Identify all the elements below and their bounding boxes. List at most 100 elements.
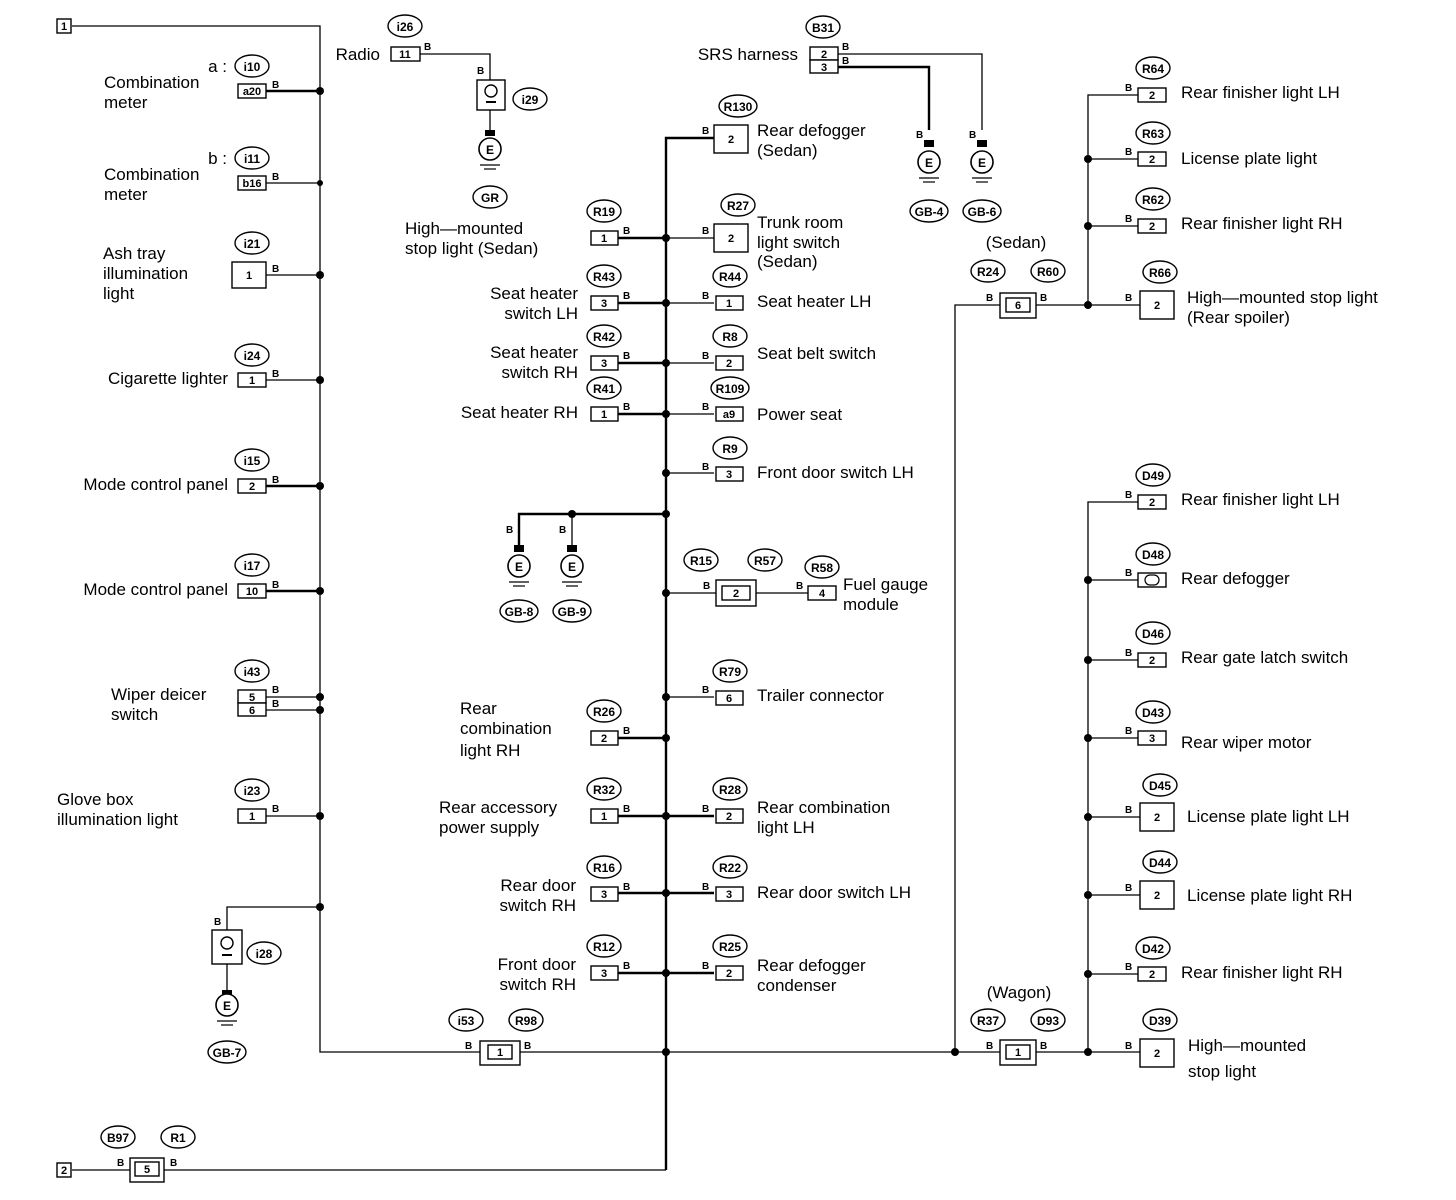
svg-text:B: B <box>214 917 221 928</box>
svg-text:condenser: condenser <box>757 976 837 995</box>
svg-text:B: B <box>796 581 803 592</box>
svg-text:2: 2 <box>1149 90 1155 102</box>
svg-text:B: B <box>506 525 513 536</box>
svg-text:stop light (Sedan): stop light (Sedan) <box>405 239 538 258</box>
svg-text:E: E <box>486 143 494 157</box>
svg-text:power supply: power supply <box>439 818 540 837</box>
svg-text:6: 6 <box>726 693 732 705</box>
svg-text:R25: R25 <box>719 940 741 954</box>
svg-text:5: 5 <box>144 1164 150 1176</box>
svg-text:switch RH: switch RH <box>499 896 576 915</box>
svg-text:R130: R130 <box>724 100 753 114</box>
component-i53-R98: i53 R98 1 B B <box>448 1008 544 1066</box>
svg-text:R22: R22 <box>719 861 741 875</box>
component-R44: R44 1 B Seat heater LH <box>702 264 871 311</box>
svg-text:3: 3 <box>726 889 732 901</box>
unknown-pin-icon <box>1144 574 1160 586</box>
svg-text:module: module <box>843 595 899 614</box>
svg-text:i53: i53 <box>458 1014 475 1028</box>
svg-text:B: B <box>842 56 849 67</box>
svg-text:Rear finisher light RH: Rear finisher light RH <box>1181 963 1343 982</box>
svg-text:B: B <box>1125 83 1132 94</box>
svg-text:1: 1 <box>497 1047 503 1059</box>
component-R26: R26 2 B Rear combination light RH <box>460 699 630 760</box>
svg-text:R32: R32 <box>593 783 615 797</box>
component-i21: i21 1 B Ash tray illumination light <box>103 231 279 303</box>
svg-text:R79: R79 <box>719 665 741 679</box>
svg-text:Rear finisher light LH: Rear finisher light LH <box>1181 83 1340 102</box>
svg-text:Ash tray: Ash tray <box>103 244 166 263</box>
svg-text:i26: i26 <box>397 20 414 34</box>
component-R12: R12 3 B Front door switch RH <box>498 934 630 994</box>
svg-text:R62: R62 <box>1142 193 1164 207</box>
svg-text:B: B <box>272 699 279 710</box>
svg-text:Seat belt switch: Seat belt switch <box>757 344 876 363</box>
svg-text:i15: i15 <box>244 454 261 468</box>
svg-text:B: B <box>1125 805 1132 816</box>
svg-text:i29: i29 <box>522 93 539 107</box>
svg-text:GB-6: GB-6 <box>968 205 997 219</box>
component-R22: R22 3 B Rear door switch LH <box>702 855 911 902</box>
component-i10: i10 a : a20 B Combination meter <box>104 54 279 112</box>
svg-text:R60: R60 <box>1037 265 1059 279</box>
svg-text:1: 1 <box>249 375 255 387</box>
svg-text:Mode control panel: Mode control panel <box>83 475 228 494</box>
svg-text:Rear accessory: Rear accessory <box>439 798 558 817</box>
component-i24: i24 1 B Cigarette lighter <box>108 343 279 388</box>
svg-text:High—mounted stop light: High—mounted stop light <box>1187 288 1378 307</box>
svg-text:light RH: light RH <box>460 741 520 760</box>
svg-text:illumination: illumination <box>103 264 188 283</box>
svg-text:Rear finisher light LH: Rear finisher light LH <box>1181 490 1340 509</box>
svg-text:R98: R98 <box>515 1014 537 1028</box>
component-R24-R60: (Sedan) R24 R60 6 B B <box>970 233 1066 319</box>
component-i28: B i28 E GB-7 <box>207 917 282 1064</box>
svg-text:1: 1 <box>601 811 607 823</box>
svg-text:B: B <box>702 961 709 972</box>
ground-GB-8: B E GB-8 <box>499 525 539 623</box>
svg-text:(Sedan): (Sedan) <box>757 141 817 160</box>
svg-text:E: E <box>978 156 986 170</box>
component-i23: i23 1 B Glove box illumination light <box>57 778 279 829</box>
svg-text:meter: meter <box>104 93 148 112</box>
svg-text:B97: B97 <box>107 1131 129 1145</box>
component-D49: D49 2 B Rear finisher light LH <box>1125 463 1340 510</box>
svg-text:switch RH: switch RH <box>501 363 578 382</box>
svg-text:6: 6 <box>249 705 255 717</box>
component-R41: R41 1 B Seat heater RH <box>461 376 630 422</box>
wire-terminal-1-feed <box>72 25 480 1053</box>
component-D45: D45 2 B License plate light LH <box>1125 773 1350 832</box>
svg-text:3: 3 <box>726 469 732 481</box>
svg-text:GB-9: GB-9 <box>558 605 587 619</box>
svg-text:2: 2 <box>1149 969 1155 981</box>
svg-text:GB-8: GB-8 <box>505 605 534 619</box>
component-R28: R28 2 B Rear combination light LH <box>702 777 890 837</box>
svg-text:2: 2 <box>728 233 734 245</box>
svg-text:illumination light: illumination light <box>57 810 178 829</box>
svg-text:i23: i23 <box>244 784 261 798</box>
svg-text:R1: R1 <box>170 1131 186 1145</box>
svg-text:switch RH: switch RH <box>499 975 576 994</box>
svg-text:Rear wiper motor: Rear wiper motor <box>1181 733 1312 752</box>
component-R8: R8 2 B Seat belt switch <box>702 324 876 371</box>
svg-text:E: E <box>568 560 576 574</box>
svg-text:B: B <box>702 126 709 137</box>
svg-text:GB-7: GB-7 <box>213 1046 242 1060</box>
svg-text:Rear combination: Rear combination <box>757 798 890 817</box>
svg-text:Seat heater: Seat heater <box>490 284 578 303</box>
svg-text:Rear door switch LH: Rear door switch LH <box>757 883 911 902</box>
ground-GB-6: B E GB-6 <box>962 130 1002 223</box>
component-R64: R64 2 B Rear finisher light LH <box>1125 56 1340 103</box>
svg-text:GB-4: GB-4 <box>915 205 944 219</box>
component-D43: D43 3 B Rear wiper motor <box>1125 700 1312 752</box>
svg-text:(Wagon): (Wagon) <box>987 983 1052 1002</box>
svg-text:B: B <box>1125 1041 1132 1052</box>
svg-text:B: B <box>477 66 484 77</box>
svg-text:D93: D93 <box>1037 1014 1059 1028</box>
svg-text:B: B <box>272 475 279 486</box>
svg-text:B: B <box>702 291 709 302</box>
svg-text:3: 3 <box>601 358 607 370</box>
svg-text:3: 3 <box>601 298 607 310</box>
component-R19: R19 1 B <box>586 199 630 246</box>
svg-text:B: B <box>424 42 431 53</box>
component-B31: B31 2 3 B B SRS harness <box>698 15 849 74</box>
